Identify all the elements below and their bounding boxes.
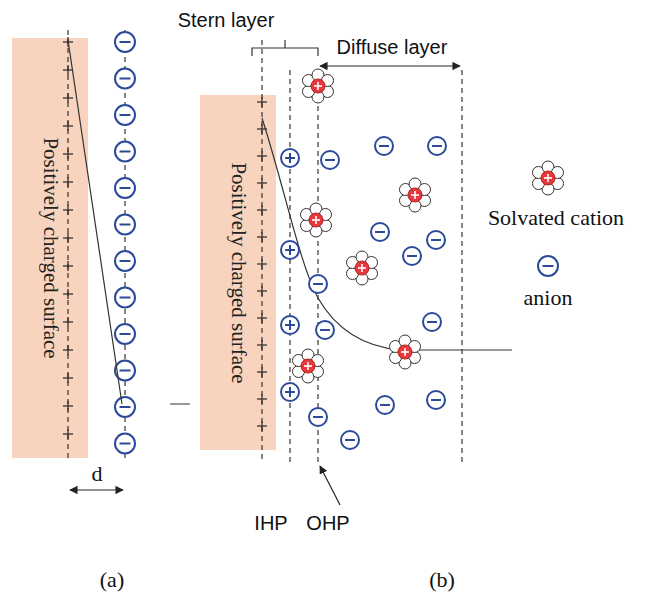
- anion-symbol: [403, 247, 421, 265]
- solvated-cation: [399, 178, 430, 212]
- plane-line: [124, 30, 125, 458]
- anion-symbol: [427, 391, 445, 409]
- anion-symbol: [115, 288, 135, 308]
- legend-text: anion: [522, 285, 575, 311]
- anion-symbol: [115, 105, 135, 125]
- adsorbed-ion: [281, 383, 299, 401]
- solvated-cation: [532, 161, 563, 195]
- region-label: Stern layer: [176, 9, 277, 32]
- adsorbed-ion: [281, 316, 299, 334]
- solvated-cation: [302, 69, 333, 103]
- anion-symbol: [423, 313, 441, 331]
- anion-symbol: [427, 231, 445, 249]
- solvated-cation: [346, 251, 377, 285]
- anion-symbol: [428, 137, 446, 155]
- anion-symbol: [115, 178, 135, 198]
- panel-label: (b): [427, 567, 457, 593]
- anion-symbol: [115, 32, 135, 52]
- anion-symbol: [115, 361, 135, 381]
- potential-curve: [68, 40, 190, 404]
- plane-label: IHP: [252, 512, 289, 535]
- extent-arrow: [320, 65, 460, 66]
- stern-bracket: [252, 40, 318, 56]
- anion-symbol: [376, 396, 394, 414]
- surface-charges: [257, 97, 267, 431]
- anion-symbol: [115, 324, 135, 344]
- dimension-arrow: [70, 489, 123, 490]
- solvated-cation: [292, 349, 323, 383]
- surface-label: Positively charged surface: [226, 162, 251, 383]
- anion-symbol: [115, 251, 135, 271]
- surface-charges: [63, 37, 73, 439]
- adsorbed-ion: [281, 149, 299, 167]
- anion-symbol: [321, 151, 339, 169]
- region-label: Diffuse layer: [335, 36, 450, 59]
- anion-symbol: [316, 321, 334, 339]
- dimension-label: d: [90, 461, 105, 487]
- anion-symbol: [115, 215, 135, 235]
- plane-line: [461, 70, 462, 462]
- surface-label: Positively charged surface: [38, 137, 63, 358]
- anion-symbol: [115, 434, 135, 454]
- charged-surface: Positively charged surface: [12, 38, 88, 458]
- plane-line: [261, 40, 262, 462]
- anion-symbol: [538, 256, 558, 276]
- anion-symbol: [375, 137, 393, 155]
- plane-label: OHP: [304, 512, 351, 535]
- anion-symbol: [115, 69, 135, 89]
- panel-label: (a): [98, 567, 126, 593]
- anion-symbol: [371, 223, 389, 241]
- solvated-cation: [389, 335, 420, 369]
- potential-curve: [262, 118, 512, 350]
- plane-line: [317, 70, 318, 462]
- plane-line: [289, 70, 290, 462]
- charged-surface: Positively charged surface: [200, 95, 276, 450]
- solvated-cation: [300, 203, 331, 237]
- anion-symbol: [115, 397, 135, 417]
- anion-symbol: [341, 431, 359, 449]
- anion-symbol: [309, 275, 327, 293]
- anion-symbol: [115, 142, 135, 162]
- anion-symbol: [309, 408, 327, 426]
- plane-line: [67, 30, 68, 458]
- leader-arrow: [320, 466, 340, 505]
- adsorbed-ion: [281, 241, 299, 259]
- legend-text: Solvated cation: [486, 205, 626, 231]
